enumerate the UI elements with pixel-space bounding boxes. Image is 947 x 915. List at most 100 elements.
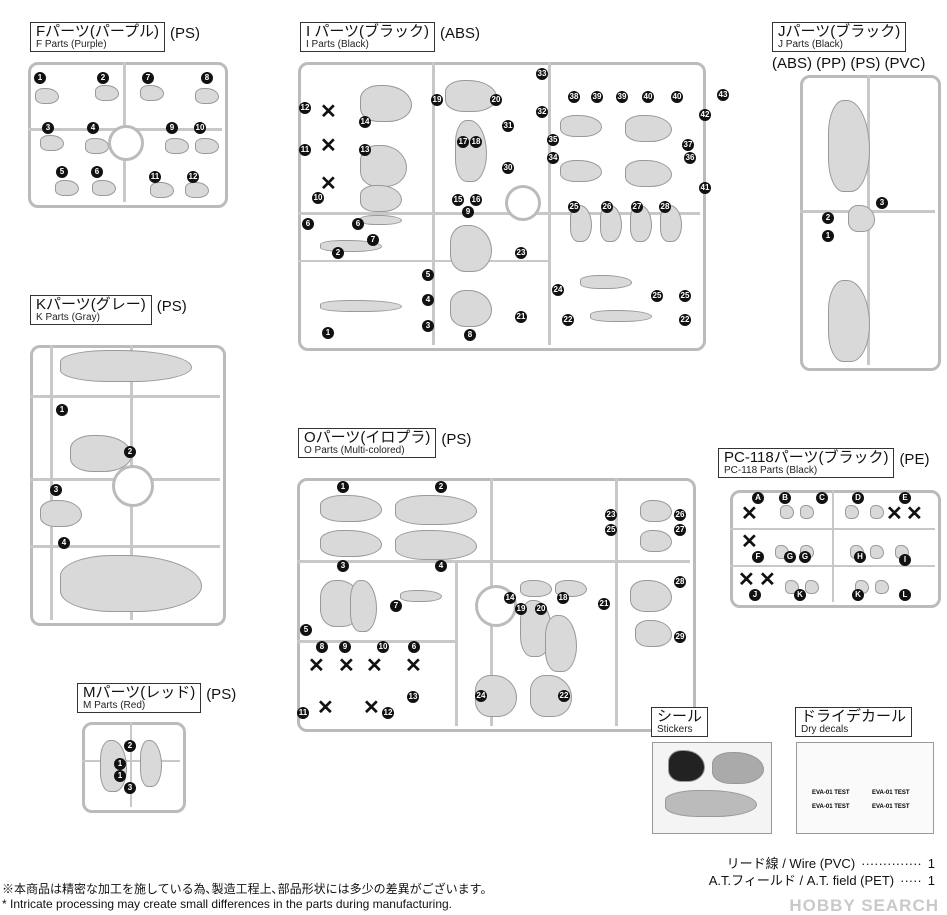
runner [298,260,548,262]
sprue-header-K: Kパーツ(グレー)K Parts (Gray)(PS) [30,295,187,326]
part-number: 21 [598,598,610,610]
sprue-J [800,75,941,371]
part-number: 2 [332,247,344,259]
part-number: 36 [684,152,696,164]
part-piece [640,530,672,552]
part-number: F [752,551,764,563]
part-number: 7 [142,72,154,84]
part-number: 18 [557,592,569,604]
part-number: 27 [631,201,643,213]
sticker-diamonds [712,752,764,784]
part-piece [780,505,794,519]
part-number: 4 [87,122,99,134]
label-en: PC-118 Parts (Black) [724,464,818,476]
sprue-label-F: Fパーツ(パープル)F Parts (Purple) [30,22,165,53]
part-number: 3 [337,560,349,572]
part-number: 25 [679,290,691,302]
part-number: K [794,589,806,601]
part-piece [60,350,192,382]
part-piece [320,495,382,522]
part-number: 15 [452,194,464,206]
part-number: 3 [422,320,434,332]
part-number: 4 [435,560,447,572]
sprue-header-J: Jパーツ(ブラック)J Parts (Black) [772,22,907,53]
part-number: 11 [299,144,311,156]
part-number: 5 [56,166,68,178]
part-number: 33 [536,68,548,80]
part-number: 22 [558,690,570,702]
part-piece [400,590,442,602]
part-number: 14 [359,116,371,128]
label-jp: Kパーツ(グレー) [36,296,146,313]
part-number: 6 [91,166,103,178]
runner [548,62,551,345]
part-number: B [779,492,791,504]
part-number: 43 [717,89,729,101]
part-number: 6 [408,641,420,653]
part-number: 9 [339,641,351,653]
sprue-label-J: Jパーツ(ブラック)J Parts (Black) [772,22,907,53]
part-number: 39 [591,91,603,103]
part-number: 38 [568,91,580,103]
label-en: K Parts (Gray) [36,311,100,323]
runner [30,545,220,548]
sticker-mask [668,750,705,782]
part-number: 10 [377,641,389,653]
sprue-label-I: I パーツ(ブラック)I Parts (Black) [300,22,436,53]
part-piece [580,275,632,289]
part-number: 2 [124,446,136,458]
part-number: I [899,554,911,566]
runner [832,490,834,602]
note-jp: ※本商品は精密な加工を施している為､製造工程上､部品形状には多少の差異がございま… [2,882,493,896]
part-number: 3 [124,782,136,794]
part-piece [150,182,174,198]
part-piece [195,88,219,104]
part-number: 4 [422,294,434,306]
part-number: 40 [642,91,654,103]
part-piece [60,555,202,612]
not-used-cross-icon: ✕ [366,655,383,677]
part-piece [455,120,487,182]
part-number: 1 [56,404,68,416]
runner [298,212,700,215]
part-piece [828,100,870,192]
not-used-cross-icon: ✕ [741,531,758,553]
accessory-row: リード線 / Wire (PVC)··············1 [727,856,935,871]
runner [130,722,132,807]
part-number: 8 [464,329,476,341]
part-piece [630,580,672,612]
not-used-cross-icon: ✕ [759,569,776,591]
part-number: 41 [699,182,711,194]
part-number: 9 [166,122,178,134]
part-number: 22 [562,314,574,326]
part-piece [85,138,109,154]
part-number: 11 [297,707,309,719]
decal-text: EVA-01 TEST [872,804,910,810]
label-jp: Fパーツ(パープル) [36,23,159,40]
decals-jp: ドライデカール [801,708,907,725]
part-number: 20 [535,603,547,615]
part-number: 12 [187,171,199,183]
part-piece [660,205,682,242]
part-number: 24 [552,284,564,296]
part-piece [55,180,79,196]
part-piece [395,530,477,560]
runner-ring [108,125,144,161]
part-number: 20 [490,94,502,106]
part-piece [195,138,219,154]
part-number: 6 [352,218,364,230]
runner [615,478,618,726]
part-piece [140,85,164,101]
part-piece [625,115,672,142]
part-number: 42 [699,109,711,121]
stickers-jp: シール [657,708,703,725]
part-number: 14 [504,592,516,604]
decal-sheet [796,742,934,834]
part-number: E [899,492,911,504]
part-number: 3 [876,197,888,209]
part-number: 1 [822,230,834,242]
part-piece [640,500,672,522]
part-number: L [899,589,911,601]
not-used-cross-icon: ✕ [363,697,380,719]
part-number: 2 [435,481,447,493]
